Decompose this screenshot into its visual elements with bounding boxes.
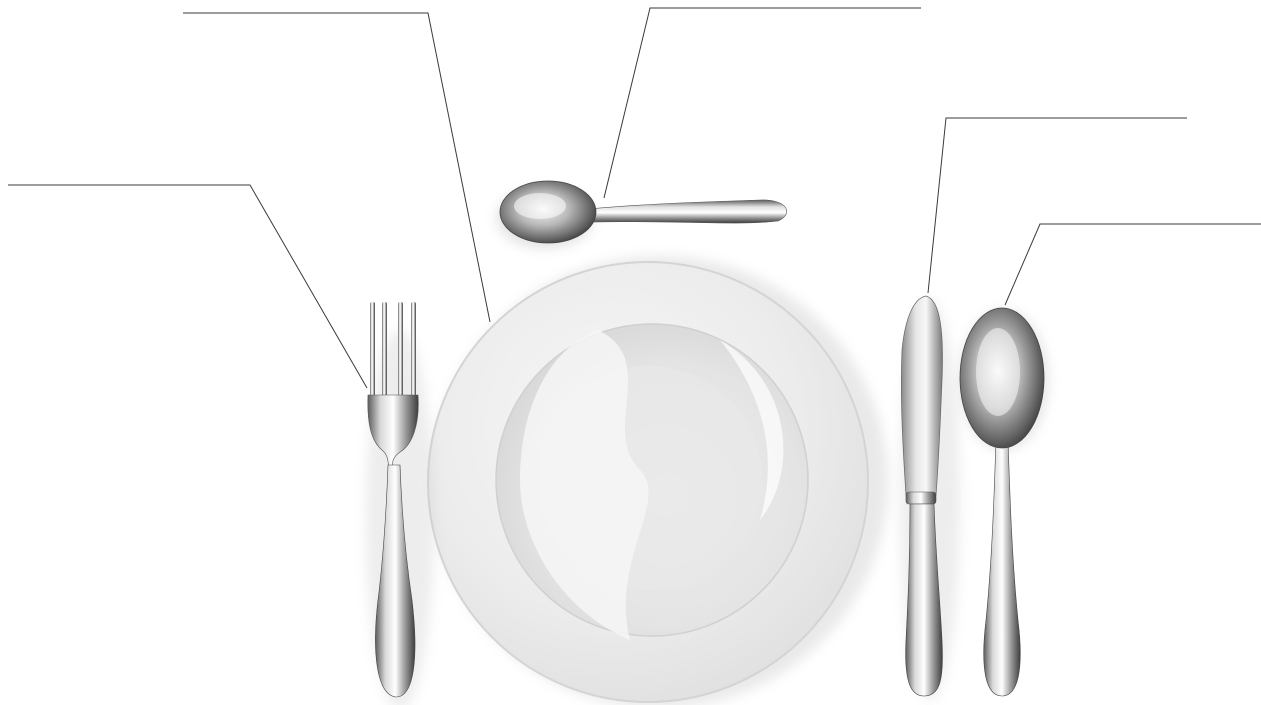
label-knife [948,96,1184,116]
spoon-icon [960,308,1048,696]
plate-icon [428,256,888,705]
leader-line-dessert-spoon [604,8,921,198]
leader-line-fork [8,185,367,388]
knife-icon [900,296,960,700]
label-dessert-spoon [652,0,912,10]
label-plate [183,0,423,14]
spoon-icon [497,181,787,248]
fork-icon [366,302,434,705]
label-soup-spoon [1042,202,1258,222]
leader-line-soup-spoon [1005,224,1261,305]
label-fork [8,162,248,182]
